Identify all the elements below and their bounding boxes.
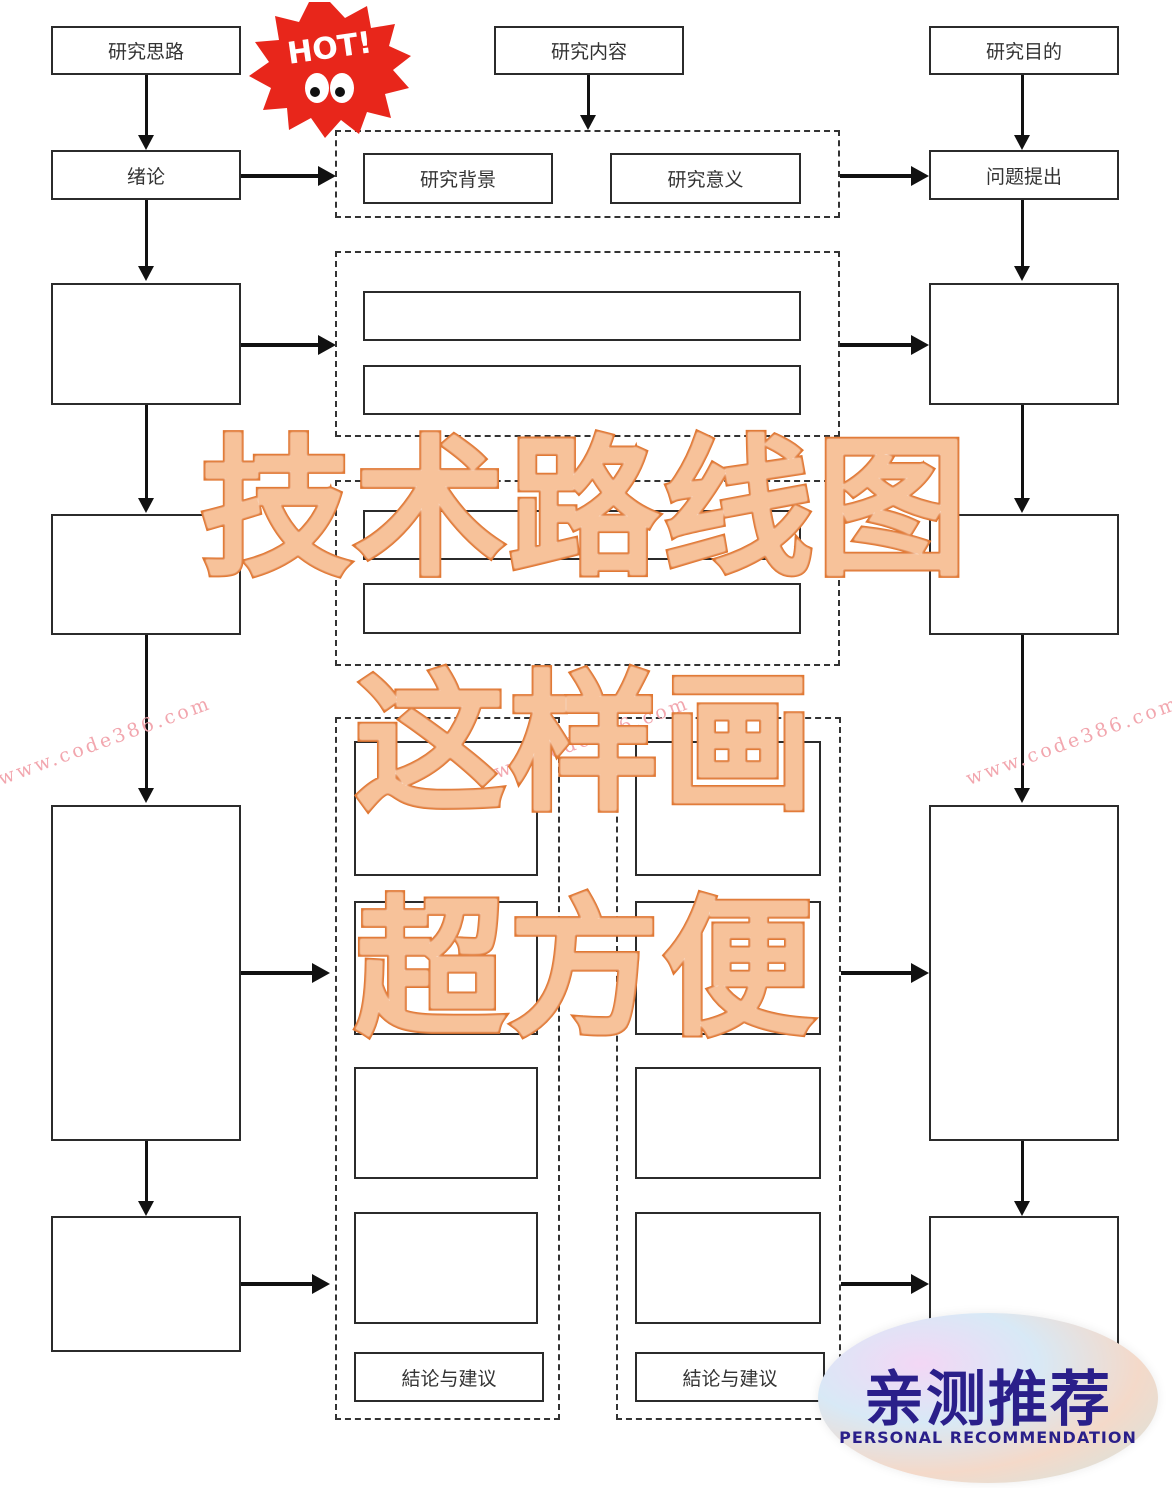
right-box-5 bbox=[929, 805, 1119, 1141]
overlay-title-line3: 超方便 bbox=[352, 881, 817, 1060]
group-3 bbox=[335, 480, 840, 666]
arrow-head bbox=[911, 335, 929, 355]
column-box bbox=[635, 1212, 821, 1324]
research-approach-box: 研究思路 bbox=[51, 26, 241, 75]
arrow-line bbox=[1021, 1141, 1024, 1203]
arrow-line bbox=[145, 1141, 148, 1203]
problem-statement-label: 问题提出 bbox=[985, 165, 1062, 188]
arrow-line bbox=[241, 174, 319, 178]
research-purpose-box: 研究目的 bbox=[929, 26, 1119, 75]
arrow-line bbox=[145, 635, 148, 790]
center-bar bbox=[363, 291, 801, 341]
arrow-head bbox=[911, 1274, 929, 1294]
arrow-line bbox=[241, 343, 319, 347]
arrow-line bbox=[841, 1282, 912, 1286]
hot-burst-shape bbox=[249, 2, 411, 138]
arrow-line bbox=[1021, 75, 1024, 137]
arrow-head bbox=[1014, 498, 1030, 513]
group-background bbox=[335, 130, 840, 218]
overlay-title-line2: 这样画 bbox=[352, 658, 817, 833]
arrow-head bbox=[138, 498, 154, 513]
arrow-line bbox=[841, 971, 912, 975]
recommendation-title: 亲测推荐 bbox=[864, 1365, 1112, 1435]
arrow-line bbox=[1021, 635, 1024, 790]
center-bar bbox=[363, 583, 801, 634]
arrow-head bbox=[138, 266, 154, 281]
right-box-3 bbox=[929, 283, 1119, 405]
arrow-head bbox=[911, 166, 929, 186]
research-significance-label: 研究意义 bbox=[667, 169, 744, 191]
arrow-line bbox=[1021, 200, 1024, 268]
center-bar bbox=[363, 510, 801, 560]
arrow-line bbox=[840, 174, 912, 178]
left-box-4 bbox=[51, 514, 241, 635]
arrow-line bbox=[241, 971, 313, 975]
research-significance-box: 研究意义 bbox=[610, 153, 801, 204]
arrow-head bbox=[580, 115, 596, 130]
arrow-head bbox=[1014, 266, 1030, 281]
arrow-head bbox=[1014, 788, 1030, 803]
left-box-3 bbox=[51, 283, 241, 405]
arrow-head bbox=[318, 166, 336, 186]
research-background-label: 研究背景 bbox=[419, 169, 496, 191]
recommendation-badge: 亲测推荐 PERSONAL RECOMMENDATION bbox=[818, 1313, 1158, 1483]
arrow-head bbox=[1014, 1201, 1030, 1216]
left-conclusion-label: 結论与建议 bbox=[401, 1367, 497, 1390]
research-approach-label: 研究思路 bbox=[107, 41, 184, 63]
arrow-line bbox=[587, 75, 590, 117]
research-purpose-label: 研究目的 bbox=[985, 41, 1062, 63]
group-2 bbox=[335, 251, 840, 437]
right-conclusion-box: 結论与建议 bbox=[635, 1352, 825, 1402]
research-content-label: 研究内容 bbox=[550, 41, 627, 63]
introduction-label: 绪论 bbox=[126, 165, 165, 188]
arrow-head bbox=[312, 963, 330, 983]
hot-badge-icon: HOT! bbox=[249, 2, 411, 138]
column-box bbox=[635, 741, 821, 876]
research-background-box: 研究背景 bbox=[363, 153, 553, 204]
right-box-4 bbox=[929, 514, 1119, 635]
left-box-5 bbox=[51, 805, 241, 1141]
column-box bbox=[354, 1212, 538, 1324]
right-conclusion-label: 結论与建议 bbox=[682, 1367, 778, 1390]
arrow-head bbox=[911, 963, 929, 983]
arrow-line bbox=[840, 343, 912, 347]
arrow-line bbox=[241, 1282, 313, 1286]
column-box bbox=[635, 1067, 821, 1179]
column-box bbox=[354, 1067, 538, 1179]
arrow-head bbox=[138, 1201, 154, 1216]
arrow-head bbox=[138, 788, 154, 803]
overlay-title-line1: 技术路线图 bbox=[198, 421, 971, 600]
problem-statement-box: 问题提出 bbox=[929, 150, 1119, 200]
research-content-box: 研究内容 bbox=[494, 26, 684, 75]
arrow-line bbox=[145, 405, 148, 500]
group-right-column bbox=[616, 717, 841, 1420]
center-bar bbox=[363, 365, 801, 415]
left-conclusion-box: 結论与建议 bbox=[354, 1352, 544, 1402]
column-box bbox=[354, 901, 538, 1035]
arrow-line bbox=[145, 75, 148, 137]
arrow-head bbox=[138, 135, 154, 150]
left-box-6 bbox=[51, 1216, 241, 1352]
column-box bbox=[354, 741, 538, 876]
group-left-column bbox=[335, 717, 560, 1420]
arrow-line bbox=[145, 200, 148, 268]
arrow-head bbox=[312, 1274, 330, 1294]
eyes-icon bbox=[305, 73, 354, 103]
arrow-line bbox=[1021, 405, 1024, 500]
arrow-head bbox=[1014, 135, 1030, 150]
column-box bbox=[635, 901, 821, 1035]
recommendation-subtitle: PERSONAL RECOMMENDATION bbox=[839, 1428, 1137, 1447]
introduction-box: 绪论 bbox=[51, 150, 241, 200]
arrow-head bbox=[318, 335, 336, 355]
